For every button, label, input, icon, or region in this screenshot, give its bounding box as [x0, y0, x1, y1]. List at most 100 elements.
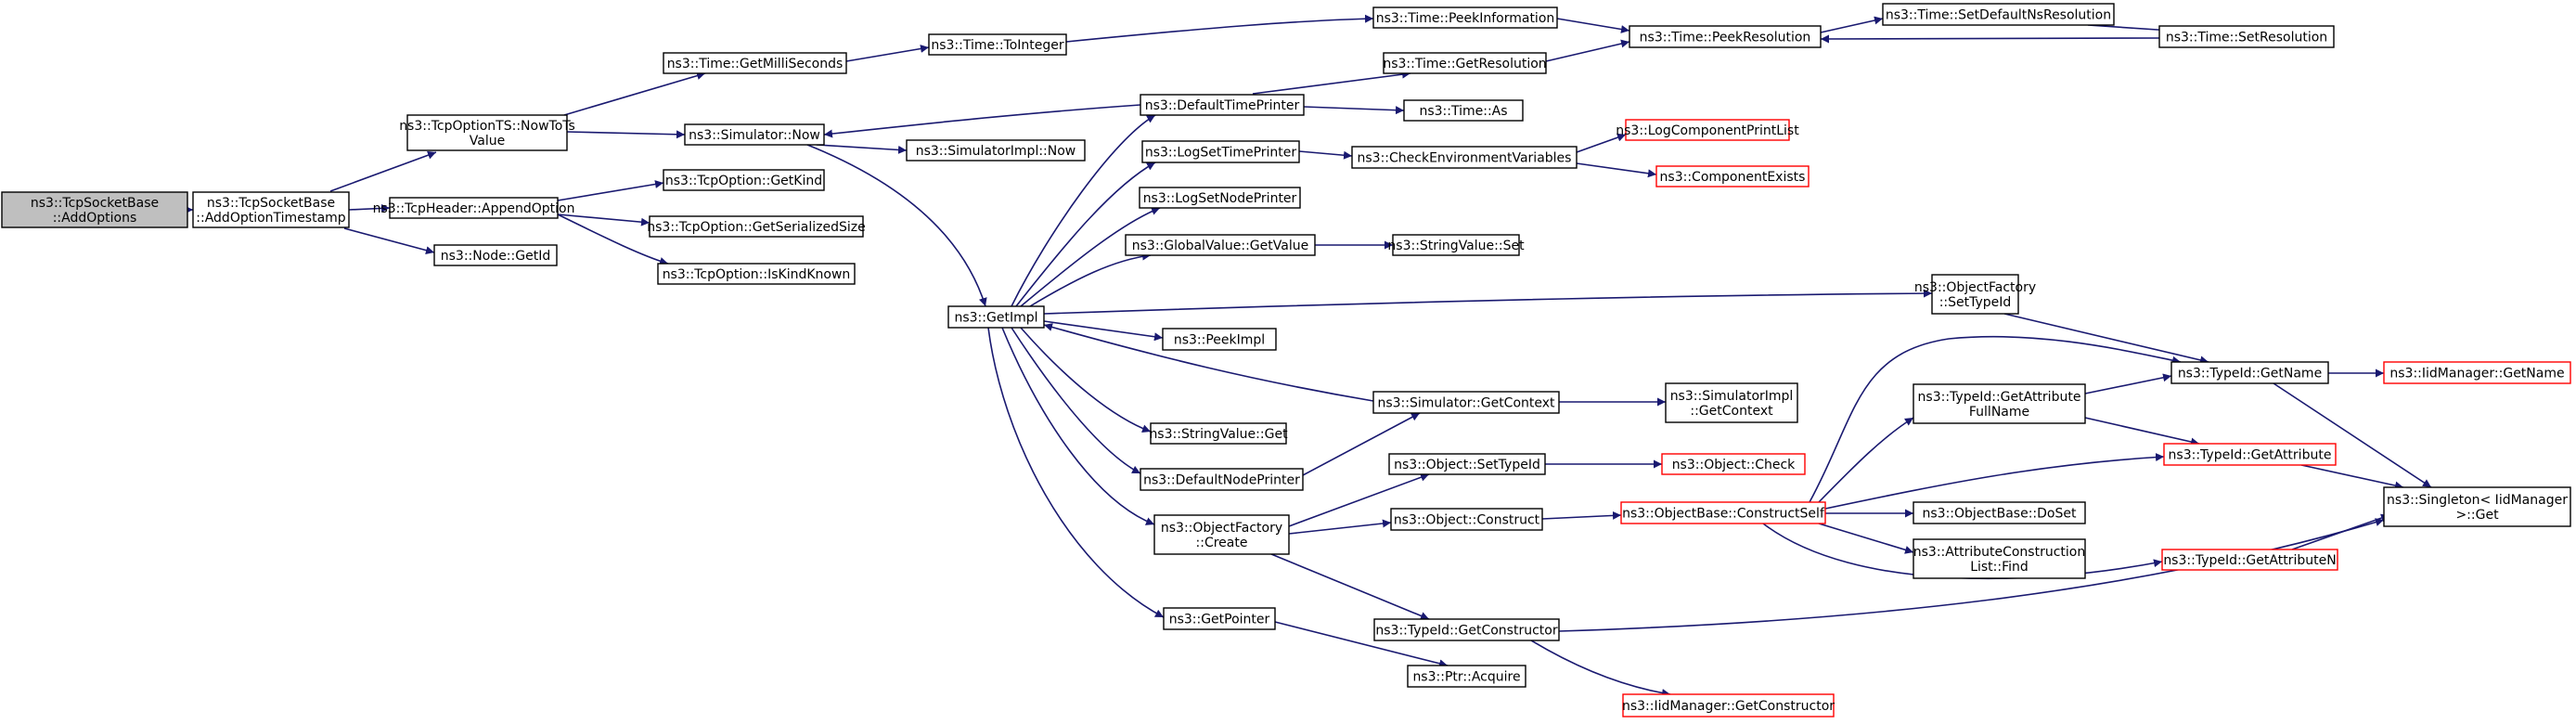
node-ofcreate[interactable]: ns3::ObjectFactory::Create: [1153, 514, 1290, 555]
node-box[interactable]: [1, 191, 188, 228]
node-getkind[interactable]: ns3::TcpOption::GetKind: [663, 169, 825, 191]
node-box[interactable]: [1913, 538, 2086, 579]
node-checkenv[interactable]: ns3::CheckEnvironmentVariables: [1351, 146, 1578, 169]
node-box[interactable]: [406, 114, 568, 151]
node-box[interactable]: [684, 123, 825, 146]
node-box[interactable]: [947, 305, 1045, 329]
node-iidgetctor[interactable]: ns3::IidManager::GetConstructor: [1622, 693, 1835, 718]
node-peekimpl[interactable]: ns3::PeekImpl: [1162, 328, 1277, 351]
node-box[interactable]: [433, 244, 558, 266]
node-root[interactable]: ns3::TcpSocketBase::AddOptions: [1, 191, 188, 228]
node-logsettp[interactable]: ns3::LogSetTimePrinter: [1141, 140, 1300, 163]
node-box[interactable]: [906, 139, 1086, 162]
node-getser[interactable]: ns3::TcpOption::GetSerializedSize: [647, 215, 866, 238]
node-svset[interactable]: ns3::StringValue::Set: [1387, 234, 1525, 256]
node-box[interactable]: [2158, 25, 2335, 48]
node-addts[interactable]: ns3::TcpSocketBase::AddOptionTimestamp: [192, 191, 350, 228]
node-box[interactable]: [2383, 486, 2571, 527]
node-box[interactable]: [1373, 618, 1560, 641]
node-box[interactable]: [1392, 234, 1520, 256]
node-deftp[interactable]: ns3::DefaultTimePrinter: [1140, 94, 1305, 116]
node-objsettid[interactable]: ns3::Object::SetTypeId: [1388, 453, 1546, 475]
node-box[interactable]: [663, 52, 847, 74]
node-box[interactable]: [657, 263, 856, 285]
node-box[interactable]: [1913, 501, 2086, 524]
node-setres[interactable]: ns3::Time::SetResolution: [2158, 25, 2335, 48]
node-getimpl[interactable]: ns3::GetImpl: [947, 305, 1045, 329]
node-compex[interactable]: ns3::ComponentExists: [1655, 165, 1810, 187]
node-box[interactable]: [1372, 391, 1560, 414]
node-timeas[interactable]: ns3::Time::As: [1403, 99, 1524, 122]
node-box[interactable]: [1665, 382, 1798, 423]
node-box[interactable]: [1150, 422, 1287, 445]
node-getres[interactable]: ns3::Time::GetResolution: [1383, 52, 1547, 74]
node-constructself[interactable]: ns3::ObjectBase::ConstructSelf: [1620, 501, 1826, 524]
node-box[interactable]: [1620, 501, 1826, 524]
node-setdefns[interactable]: ns3::Time::SetDefaultNsResolution: [1882, 3, 2115, 26]
node-box[interactable]: [1351, 146, 1578, 169]
node-logcpl[interactable]: ns3::LogComponentPrintList: [1616, 119, 1799, 141]
node-getms[interactable]: ns3::Time::GetMilliSeconds: [663, 52, 847, 74]
node-box[interactable]: [1140, 94, 1305, 116]
node-box[interactable]: [1622, 693, 1835, 718]
node-box[interactable]: [1125, 234, 1316, 256]
node-box[interactable]: [192, 191, 350, 228]
node-box[interactable]: [1372, 6, 1558, 29]
node-box[interactable]: [1140, 468, 1304, 491]
node-iskind[interactable]: ns3::TcpOption::IsKindKnown: [657, 263, 856, 285]
node-box[interactable]: [1139, 187, 1301, 209]
node-box[interactable]: [1655, 165, 1810, 187]
node-box[interactable]: [2383, 361, 2571, 384]
node-box[interactable]: [2163, 443, 2337, 466]
node-simimplnow[interactable]: ns3::SimulatorImpl::Now: [906, 139, 1086, 162]
node-box[interactable]: [2170, 361, 2329, 384]
node-box[interactable]: [1403, 99, 1524, 122]
node-tidgetctor[interactable]: ns3::TypeId::GetConstructor: [1373, 618, 1560, 641]
node-box[interactable]: [2161, 549, 2338, 571]
node-tidgetattrn[interactable]: ns3::TypeId::GetAttributeN: [2161, 549, 2338, 571]
node-box[interactable]: [1625, 119, 1790, 141]
node-box[interactable]: [1661, 453, 1806, 475]
node-toint[interactable]: ns3::Time::ToInteger: [928, 33, 1067, 56]
node-ptracquire[interactable]: ns3::Ptr::Acquire: [1407, 665, 1526, 688]
node-objconstruct[interactable]: ns3::Object::Construct: [1390, 508, 1543, 531]
node-singleton[interactable]: ns3::Singleton< IidManager >::Get: [2383, 486, 2571, 527]
node-box[interactable]: [389, 197, 559, 219]
node-box[interactable]: [1882, 3, 2115, 26]
node-iidgetname[interactable]: ns3::IidManager::GetName: [2383, 361, 2571, 384]
node-logsetnp[interactable]: ns3::LogSetNodePrinter: [1139, 187, 1301, 209]
node-simimplctx[interactable]: ns3::SimulatorImpl::GetContext: [1665, 382, 1798, 423]
node-box[interactable]: [1629, 25, 1822, 48]
node-tidgetname[interactable]: ns3::TypeId::GetName: [2170, 361, 2329, 384]
node-append[interactable]: ns3::TcpHeader::AppendOption: [373, 197, 575, 219]
node-box[interactable]: [1162, 328, 1277, 351]
node-simnow[interactable]: ns3::Simulator::Now: [684, 123, 825, 146]
node-box[interactable]: [1407, 665, 1526, 688]
node-tidgetattr[interactable]: ns3::TypeId::GetAttribute: [2163, 443, 2337, 466]
node-gvget[interactable]: ns3::GlobalValue::GetValue: [1125, 234, 1316, 256]
node-box[interactable]: [1383, 52, 1547, 74]
node-peekinfo[interactable]: ns3::Time::PeekInformation: [1372, 6, 1558, 29]
node-box[interactable]: [649, 215, 864, 238]
node-getptr[interactable]: ns3::GetPointer: [1163, 607, 1276, 630]
node-ofsettid[interactable]: ns3::ObjectFactory::SetTypeId: [1914, 274, 2036, 315]
node-box[interactable]: [1141, 140, 1300, 163]
node-box[interactable]: [1163, 607, 1276, 630]
node-simgetctx[interactable]: ns3::Simulator::GetContext: [1372, 391, 1560, 414]
node-peekres[interactable]: ns3::Time::PeekResolution: [1629, 25, 1822, 48]
node-box[interactable]: [1388, 453, 1546, 475]
node-box[interactable]: [663, 169, 825, 191]
node-defnp[interactable]: ns3::DefaultNodePrinter: [1140, 468, 1304, 491]
node-objcheck[interactable]: ns3::Object::Check: [1661, 453, 1806, 475]
node-box[interactable]: [1931, 274, 2019, 315]
node-box[interactable]: [1153, 514, 1290, 555]
node-box[interactable]: [1390, 508, 1543, 531]
node-svget[interactable]: ns3::StringValue::Get: [1149, 422, 1288, 445]
node-doset[interactable]: ns3::ObjectBase::DoSet: [1913, 501, 2086, 524]
node-box[interactable]: [928, 33, 1067, 56]
node-getid[interactable]: ns3::Node::GetId: [433, 244, 558, 266]
node-box[interactable]: [1913, 383, 2086, 424]
